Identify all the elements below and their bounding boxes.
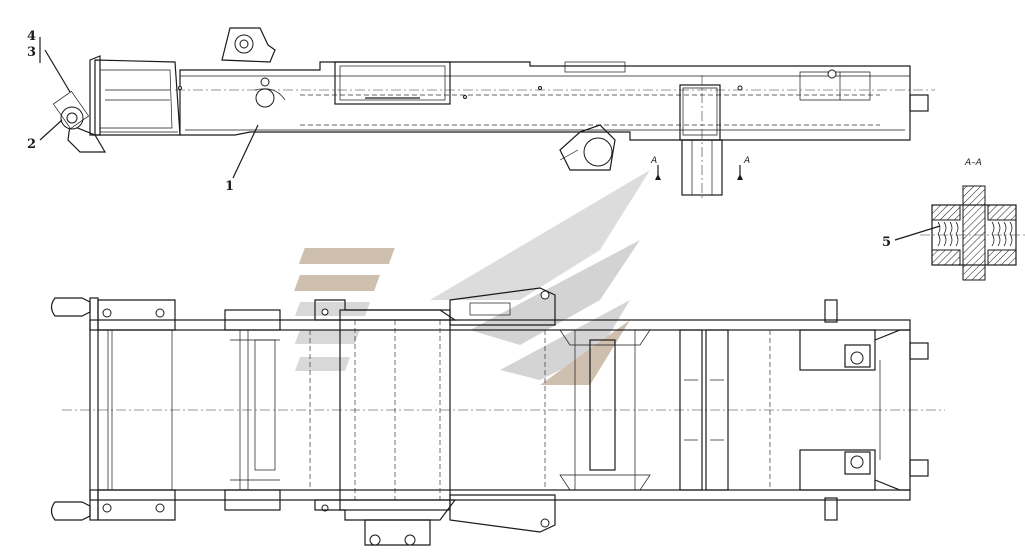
plan-view (50, 287, 945, 546)
callouts: 4 3 2 1 5 A A A–A (27, 29, 982, 250)
callout-4: 4 (27, 29, 36, 44)
section-a-a-view (920, 185, 1025, 281)
watermark-logo (294, 170, 650, 385)
callout-1: 1 (225, 179, 234, 194)
section-title: A–A (964, 158, 982, 168)
side-view (52, 27, 935, 200)
callout-2: 2 (27, 137, 36, 152)
section-mark-right: A (743, 156, 750, 166)
callout-5: 5 (882, 235, 891, 250)
callout-3: 3 (27, 45, 36, 60)
section-mark-left: A (650, 156, 657, 166)
